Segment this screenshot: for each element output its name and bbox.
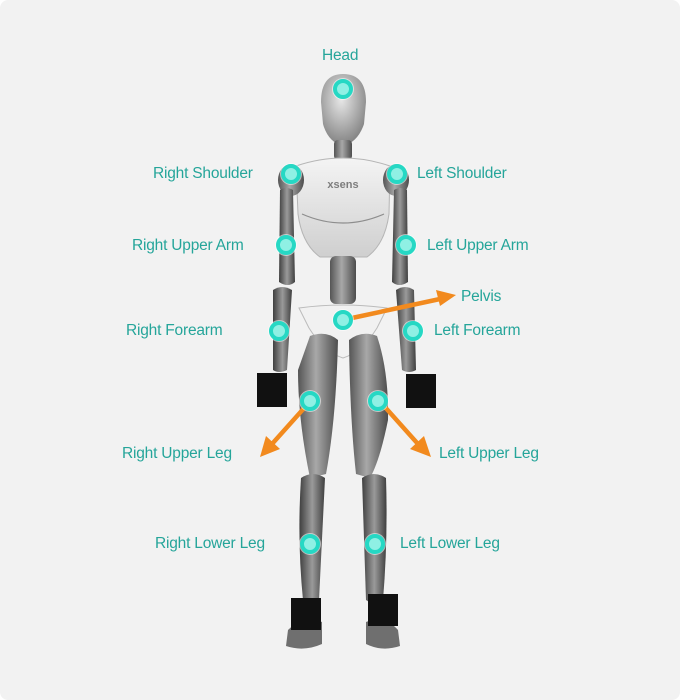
right-upper-arm-label: Right Upper Arm <box>132 237 244 254</box>
left-upper-arm-sensor-dot <box>396 235 416 255</box>
right-upper-leg-label: Right Upper Leg <box>122 445 232 462</box>
left-upper-leg-label: Left Upper Leg <box>439 445 539 462</box>
pointer-arrows <box>260 290 456 457</box>
pelvis-sensor-dot <box>333 310 353 330</box>
right-hand-marker <box>257 373 287 407</box>
head-sensor-dot <box>333 79 353 99</box>
left-forearm-label: Left Forearm <box>434 322 521 339</box>
right-shoulder-label: Right Shoulder <box>153 165 253 182</box>
mannequin-head <box>321 74 366 160</box>
right-lower-leg-label: Right Lower Leg <box>155 535 265 552</box>
left-lower-leg-sensor-dot <box>365 534 385 554</box>
mannequin-legs <box>286 333 400 649</box>
chest-logo: xsens <box>327 179 358 191</box>
right-shoulder-sensor-dot <box>281 164 301 184</box>
right-forearm-label: Right Forearm <box>126 322 223 339</box>
left-upper-leg-arrow <box>381 403 421 447</box>
left-lower-leg-label: Left Lower Leg <box>400 535 500 552</box>
pelvis-arrow <box>349 296 443 321</box>
mannequin-torso <box>295 157 391 359</box>
right-forearm-sensor-dot <box>269 321 289 341</box>
right-upper-leg-sensor-dot <box>300 391 320 411</box>
head-label: Head <box>322 47 359 64</box>
left-foot-marker <box>368 594 398 626</box>
left-upper-leg-sensor-dot <box>368 391 388 411</box>
black-markers <box>257 373 436 630</box>
right-upper-leg-arrow <box>269 403 309 447</box>
right-upper-arm-sensor-dot <box>276 235 296 255</box>
left-shoulder-sensor-dot <box>387 164 407 184</box>
left-hand-marker <box>406 374 436 408</box>
left-upper-arm-label: Left Upper Arm <box>427 237 529 254</box>
right-foot-marker <box>291 598 321 630</box>
pelvis-label: Pelvis <box>461 288 502 305</box>
left-shoulder-label: Left Shoulder <box>417 165 507 182</box>
right-lower-leg-sensor-dot <box>300 534 320 554</box>
left-forearm-sensor-dot <box>403 321 423 341</box>
